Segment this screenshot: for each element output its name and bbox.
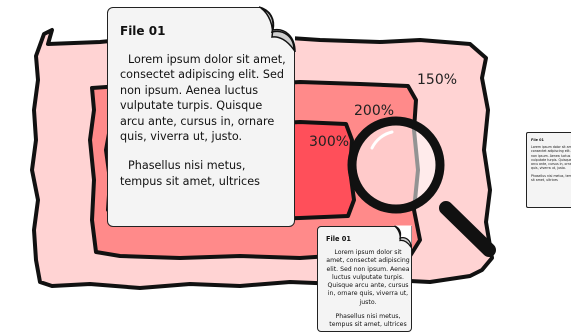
document-paragraph: Phasellus nisi metus, tempus sit amet, u… <box>329 313 407 329</box>
document-paragraph: Phasellus nisi metus, tempus sit amet, u… <box>120 159 260 188</box>
document-paragraph: Lorem ipsum dolor sit amet, consectet ad… <box>326 249 410 306</box>
document-note-small: File 01 Lorem ipsum dolor sit amet, cons… <box>526 132 571 208</box>
document-paragraph: Lorem ipsum dolor sit amet, consectet ad… <box>120 53 286 144</box>
document-paragraph: Lorem ipsum dolor sit amet, consectet ad… <box>531 145 571 171</box>
zoom-label-150: 150% <box>417 72 457 88</box>
zoom-label-200: 200% <box>354 103 394 119</box>
page-curl-icon <box>258 6 296 53</box>
document-title: File 01 <box>326 235 351 243</box>
page-curl-icon <box>393 225 412 249</box>
document-paragraph: Phasellus nisi metus, tempus sit amet, u… <box>531 173 571 183</box>
document-title: File 01 <box>120 24 166 38</box>
document-title: File 01 <box>531 138 544 142</box>
magnifier-icon <box>347 116 496 257</box>
document-note-large: File 01 Lorem ipsum dolor sit amet, cons… <box>107 7 295 227</box>
zoom-label-300: 300% <box>309 134 349 150</box>
document-note-medium: File 01 Lorem ipsum dolor sit amet, cons… <box>317 226 412 332</box>
